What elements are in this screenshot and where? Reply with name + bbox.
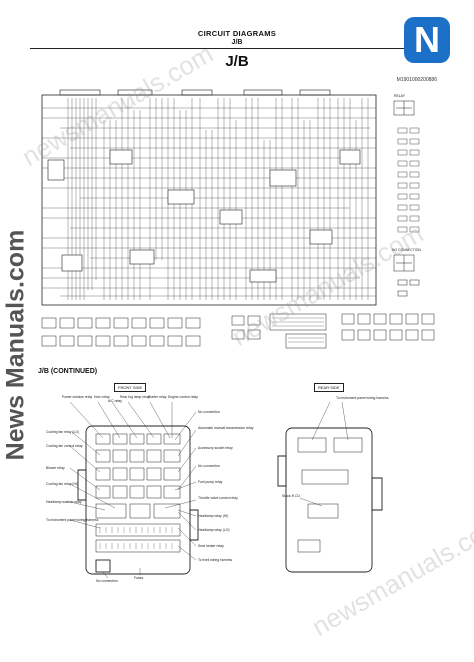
header-subtitle: J/B: [231, 39, 243, 46]
front-label-right: Throttle valve control relay: [198, 496, 238, 500]
front-label-top: Engine control relay: [168, 395, 198, 399]
front-label-top: Rear fog lamp relay: [120, 395, 150, 399]
front-label-right: No connection: [198, 464, 220, 468]
rear-side-label: REAR SIDE: [314, 383, 344, 392]
section-continued-title: J/B (CONTINUED): [38, 368, 98, 375]
front-label-right: Seat heater relay: [198, 544, 224, 548]
page-title: J/B: [225, 53, 249, 70]
front-label-right: Headlamp relay (HI): [198, 514, 229, 518]
front-label-top: Starter relay: [148, 395, 167, 399]
reference-code: M1901000200886: [396, 77, 437, 83]
front-label-no-connection: No connection: [96, 579, 118, 583]
front-label-right: To front wiring harness: [198, 558, 233, 562]
rear-label-ip-harness: To instrument panel wiring harness: [336, 396, 389, 400]
header-rule: [30, 48, 444, 49]
front-label-left: Blower relay: [46, 466, 65, 470]
front-label-right: Headlamp relay (LO): [198, 528, 230, 532]
header-title: CIRCUIT DIAGRAMS: [197, 29, 277, 38]
no-connection-label: NO CONNECTION: [392, 248, 421, 252]
relay-label: RELAY: [394, 94, 405, 98]
front-label-top: Power window relay: [62, 395, 93, 399]
front-label-fuses: Fuses: [134, 576, 144, 580]
front-label-left: Cooling fan relay (HI): [46, 482, 79, 486]
front-label-right: Accessory socket relay: [198, 446, 233, 450]
front-label-left: To instrument panel wiring harness: [46, 518, 99, 522]
front-label-right: No connection: [198, 410, 220, 414]
front-label-right: Automatic manual transmission relay: [198, 426, 254, 430]
front-label-left: Headlamp washer relay: [46, 500, 82, 504]
front-label-top: A/C relay: [108, 399, 122, 403]
rear-label-stack-rcu: Stack-R.CU: [282, 494, 300, 498]
front-side-label: FRONT SIDE: [114, 383, 147, 392]
front-label-right: Fuel pump relay: [198, 480, 223, 484]
front-label-left: Cooling fan control relay: [46, 444, 83, 448]
news-manuals-logo: N: [404, 17, 450, 63]
front-label-top: Horn relay: [94, 395, 110, 399]
front-label-left: Cooling fan relay (LO): [46, 430, 80, 434]
